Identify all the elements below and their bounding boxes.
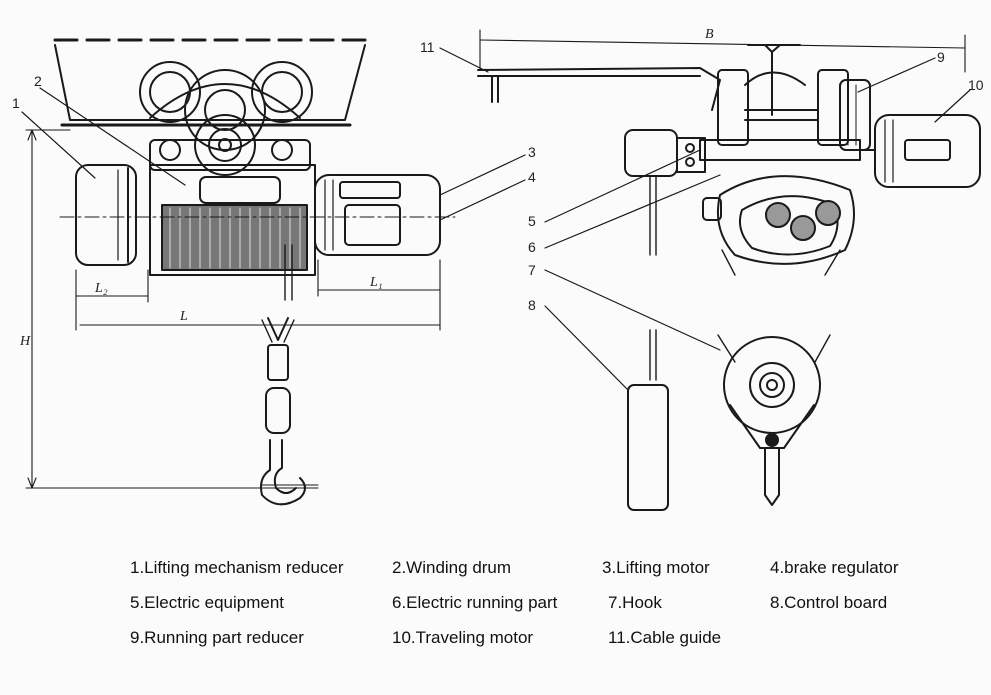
running-part-reducer xyxy=(839,79,871,151)
dimension-l1-label: L₁ xyxy=(369,275,383,290)
dimension-h-label: H xyxy=(19,334,31,349)
front-view xyxy=(21,38,526,506)
callout-1: 1 xyxy=(12,95,20,111)
callout-11: 11 xyxy=(420,39,435,55)
leader-lines-front xyxy=(21,87,526,221)
legend-item-10: 10.Traveling motor xyxy=(392,628,534,647)
legend-item-7: 7.Hook xyxy=(608,593,662,612)
dimension-l2-label: L₂ xyxy=(94,281,108,296)
callout-9: 9 xyxy=(937,49,945,65)
legend-item-2: 2.Winding drum xyxy=(392,558,512,577)
hook-block-front xyxy=(260,317,319,506)
side-view xyxy=(439,29,981,511)
callout-3: 3 xyxy=(528,144,536,160)
callout-labels: 1 2 3 4 5 6 7 8 9 10 11 xyxy=(12,39,984,313)
i-beam-rail xyxy=(53,38,367,127)
hoist-rope xyxy=(284,244,293,301)
callout-2: 2 xyxy=(34,73,42,89)
cable-guide xyxy=(477,67,721,111)
leader-lines-side xyxy=(439,47,971,391)
electric-equipment xyxy=(624,129,706,256)
legend-item-1: 1.Lifting mechanism reducer xyxy=(130,558,344,577)
parts-legend: 1.Lifting mechanism reducer 2.Winding dr… xyxy=(0,540,991,690)
control-board xyxy=(627,329,669,511)
trolley-frame xyxy=(699,69,861,161)
hook-block-side xyxy=(717,334,831,506)
trolley-wheels xyxy=(139,61,313,151)
dimension-lines xyxy=(25,129,441,489)
callout-8: 8 xyxy=(528,297,536,313)
callout-5: 5 xyxy=(528,213,536,229)
legend-item-6: 6.Electric running part xyxy=(392,593,558,612)
hoist-technical-drawing: 1 2 3 4 5 6 7 8 9 10 11 H L L₁ L₂ B xyxy=(12,27,984,511)
electric-running-part xyxy=(702,175,855,276)
legend-item-8: 8.Control board xyxy=(770,593,888,612)
beam-flange-side xyxy=(747,44,801,116)
legend-item-5: 5.Electric equipment xyxy=(130,593,285,612)
legend-item-4: 4.brake regulator xyxy=(770,558,899,577)
legend-item-3: 3.Lifting motor xyxy=(602,558,710,577)
dimension-labels: H L L₁ L₂ B xyxy=(19,27,714,349)
callout-6: 6 xyxy=(528,239,536,255)
legend-item-11: 11.Cable guide xyxy=(608,628,722,647)
reducer-end-cap xyxy=(75,164,137,266)
dimension-b xyxy=(479,29,966,73)
winding-drum xyxy=(149,164,316,276)
callout-4: 4 xyxy=(528,169,536,185)
callout-7: 7 xyxy=(528,262,536,278)
lifting-motor xyxy=(314,174,441,256)
traveling-motor xyxy=(864,114,981,188)
legend-item-9: 9.Running part reducer xyxy=(130,628,304,647)
callout-10: 10 xyxy=(968,77,984,93)
dimension-l-label: L xyxy=(179,309,188,324)
lifting-mechanism-reducer xyxy=(149,114,311,176)
dimension-b-label: B xyxy=(705,27,714,42)
